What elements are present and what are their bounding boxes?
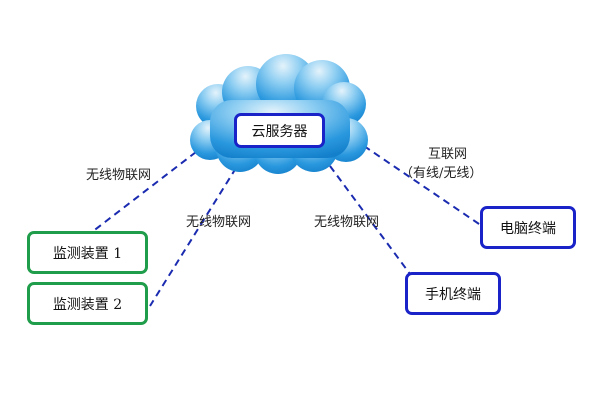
pc-terminal-label: 电脑终端: [500, 220, 556, 237]
wireless-iot-label-left: 无线物联网: [86, 168, 152, 183]
link-cloud-monitor2: [149, 167, 237, 307]
monitor-device-2-label: 监测装置 2: [52, 296, 123, 313]
cloud-server-label: 云服务器: [251, 123, 308, 140]
link-cloud-monitor1: [91, 151, 197, 233]
phone-terminal-box: 手机终端: [405, 272, 501, 315]
phone-terminal-label: 手机终端: [425, 286, 481, 303]
monitor-device-1-box: 监测装置 1: [27, 231, 148, 274]
pc-terminal-box: 电脑终端: [480, 206, 576, 249]
internet-label: 互联网: [428, 147, 468, 162]
monitor-device-1-label: 监测装置 1: [52, 245, 123, 262]
link-cloud-phone: [329, 165, 411, 275]
monitor-device-2-box: 监测装置 2: [27, 282, 148, 325]
wireless-iot-label-center: 无线物联网: [186, 215, 252, 230]
cloud-server-box: 云服务器: [234, 113, 325, 148]
internet-type-note: （有线/无线）: [400, 166, 483, 181]
wireless-iot-label-right: 无线物联网: [314, 215, 380, 230]
